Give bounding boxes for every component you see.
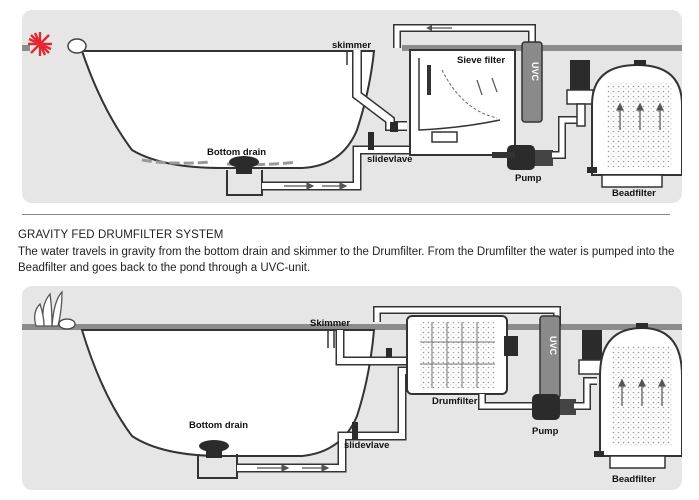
label-bottom-drain: Bottom drain — [207, 147, 266, 158]
label-beadfilter: Beadfilter — [612, 474, 656, 485]
plant-icon — [34, 290, 63, 327]
label-uvc: UVC — [530, 62, 540, 82]
label-drumfilter: Drumfilter — [432, 396, 478, 407]
drumfilter-system-diagram: Skimmer UVC Drumfilter Bottom drain slid… — [22, 286, 682, 490]
multiport-valve — [566, 60, 594, 127]
return-pipe — [394, 25, 535, 50]
section-divider — [22, 214, 670, 215]
label-bottom-drain: Bottom drain — [189, 420, 248, 431]
rock-icon — [58, 318, 76, 330]
drumfilter-system-svg: Skimmer UVC Drumfilter Bottom drain slid… — [22, 290, 682, 485]
bead-filter — [591, 60, 682, 188]
bottom-drain — [226, 156, 263, 196]
label-pump: Pump — [532, 426, 559, 437]
sieve-filter-system-diagram: skimmer Sieve filter UVC Bottom drain sl… — [22, 10, 682, 203]
label-slidevlave: slidevlave — [344, 440, 389, 451]
label-beadfilter: Beadfilter — [612, 188, 656, 199]
star-icon — [28, 32, 52, 56]
section-heading: GRAVITY FED DRUMFILTER SYSTEM — [18, 229, 224, 241]
label-sieve-filter: Sieve filter — [457, 55, 505, 66]
bead-filter — [599, 323, 682, 469]
uvc-unit — [539, 315, 561, 399]
pump — [532, 394, 576, 420]
label-slidevlave: slidevlave — [367, 154, 412, 165]
pump — [507, 145, 553, 170]
arrow-icon — [257, 464, 330, 472]
label-skimmer: Skimmer — [310, 318, 350, 329]
ground-surface — [22, 324, 682, 330]
uvc-unit — [521, 41, 543, 123]
sieve-filter-system-svg: skimmer Sieve filter UVC Bottom drain sl… — [22, 10, 682, 199]
drumfilter — [406, 315, 518, 395]
label-skimmer: skimmer — [332, 40, 371, 51]
label-pump: Pump — [515, 173, 542, 184]
pond-basin — [80, 329, 376, 457]
skimmer — [327, 330, 414, 366]
arrow-icon — [284, 182, 348, 190]
sieve-filter-box — [409, 49, 516, 156]
skimmer — [346, 50, 407, 132]
rock-icon — [67, 38, 87, 54]
slidevalve-handle-2 — [386, 348, 392, 364]
label-uvc-group: UVC — [548, 336, 558, 356]
slidevalve-handle-1 — [352, 422, 358, 440]
multiport-valve — [578, 330, 606, 375]
label-uvc-group: UVC — [530, 62, 540, 82]
section-description: The water travels in gravity from the bo… — [18, 246, 675, 274]
label-uvc: UVC — [548, 336, 558, 356]
slidevalve-handle-1 — [368, 132, 374, 150]
